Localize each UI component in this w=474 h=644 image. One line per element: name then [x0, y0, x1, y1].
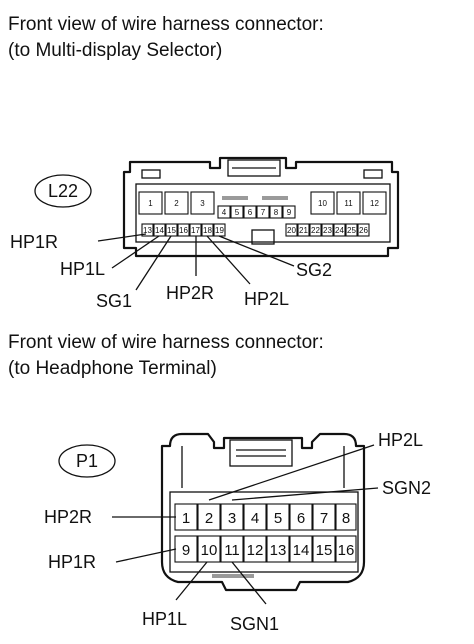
- l22-pin: 9: [287, 208, 292, 217]
- p1-label-hp2l: HP2L: [378, 430, 423, 450]
- l22-leader-lines: [97, 233, 295, 291]
- l22-pin: 1: [148, 199, 153, 208]
- p1-label-sgn1: SGN1: [230, 614, 279, 634]
- p1-connector-body: [160, 432, 366, 592]
- l22-pin: 7: [261, 208, 266, 217]
- l22-pin: 16: [179, 226, 188, 235]
- p1-pin: 4: [251, 510, 259, 527]
- p1-id-oval: [58, 444, 116, 478]
- l22-pin: 18: [203, 226, 212, 235]
- l22-pin: 21: [299, 226, 308, 235]
- l22-heading-line2: (to Multi-display Selector): [8, 40, 222, 61]
- l22-connector-body: [122, 156, 400, 258]
- l22-label-sg2: SG2: [296, 260, 332, 280]
- p1-label-hp2r: HP2R: [44, 507, 92, 527]
- p1-pin: 5: [274, 510, 282, 527]
- l22-label-hp1r: HP1R: [10, 232, 58, 252]
- l22-connector-id: L22: [48, 181, 78, 201]
- l22-pin: 8: [274, 208, 279, 217]
- p1-pin: 10: [201, 542, 218, 559]
- l22-label-sg1: SG1: [96, 291, 132, 311]
- l22-pin: 24: [335, 226, 344, 235]
- p1-pin: 12: [247, 542, 264, 559]
- l22-pin: 25: [347, 226, 356, 235]
- p1-pin: 7: [320, 510, 328, 527]
- p1-heading-line1: Front view of wire harness connector:: [8, 332, 324, 353]
- l22-heading-line1: Front view of wire harness connector:: [8, 14, 324, 35]
- p1-pin: 9: [182, 542, 190, 559]
- p1-pin: 15: [316, 542, 333, 559]
- l22-pin-cell: [190, 191, 215, 215]
- p1-label-hp1r: HP1R: [48, 552, 96, 572]
- l22-top-row-right: 10 11 12: [310, 191, 387, 215]
- l22-pin: 3: [200, 199, 205, 208]
- l22-label-hp2r: HP2R: [166, 283, 214, 303]
- p1-pin: 11: [224, 542, 240, 559]
- l22-pin: 17: [191, 226, 200, 235]
- p1-leader-lines: [112, 444, 379, 605]
- l22-bottom-row-right: 20 21 22 23 24 25 26: [285, 223, 370, 237]
- p1-pin: 14: [293, 542, 310, 559]
- p1-label-sgn2: SGN2: [382, 478, 431, 498]
- l22-pin: 13: [143, 226, 152, 235]
- l22-pin-cell: [164, 191, 189, 215]
- l22-pin: 22: [311, 226, 320, 235]
- l22-pin: 4: [222, 208, 227, 217]
- p1-label-hp1l: HP1L: [142, 609, 187, 629]
- l22-label-hp1l: HP1L: [60, 259, 105, 279]
- l22-pin: 20: [287, 226, 296, 235]
- l22-top-row-left: 1 2 3: [138, 191, 215, 215]
- p1-row1: 1 2 3 4 5 6 7 8: [174, 503, 357, 531]
- l22-pin: 12: [370, 199, 379, 208]
- l22-bottom-row-left: 13 14 15 16 17 18 19: [141, 223, 226, 237]
- p1-pin: 3: [228, 510, 236, 527]
- p1-pin: 2: [205, 510, 213, 527]
- l22-pin-cell: [138, 191, 163, 215]
- l22-pin: 14: [155, 226, 164, 235]
- l22-id-oval: [34, 174, 92, 208]
- l22-middle-row: 4 5 6 7 8 9: [217, 205, 296, 219]
- p1-pin: 6: [297, 510, 305, 527]
- l22-key-block: [251, 229, 275, 245]
- l22-pin: 23: [323, 226, 332, 235]
- l22-pin: 11: [344, 199, 353, 208]
- p1-pin: 8: [342, 510, 350, 527]
- l22-pin: 10: [318, 199, 327, 208]
- p1-pin: 13: [270, 542, 287, 559]
- p1-heading-line2: (to Headphone Terminal): [8, 358, 217, 379]
- p1-pin: 16: [338, 542, 355, 559]
- p1-connector-id: P1: [76, 451, 98, 471]
- p1-row2: 9 10 11 12 13 14 15 16: [174, 535, 357, 563]
- p1-pin: 1: [182, 510, 190, 527]
- l22-pin: 26: [359, 226, 368, 235]
- l22-label-hp2l: HP2L: [244, 289, 289, 309]
- l22-pin: 6: [248, 208, 253, 217]
- l22-pin: 5: [235, 208, 240, 217]
- l22-pin: 15: [167, 226, 176, 235]
- l22-pin: 19: [215, 226, 224, 235]
- l22-pin: 2: [174, 199, 179, 208]
